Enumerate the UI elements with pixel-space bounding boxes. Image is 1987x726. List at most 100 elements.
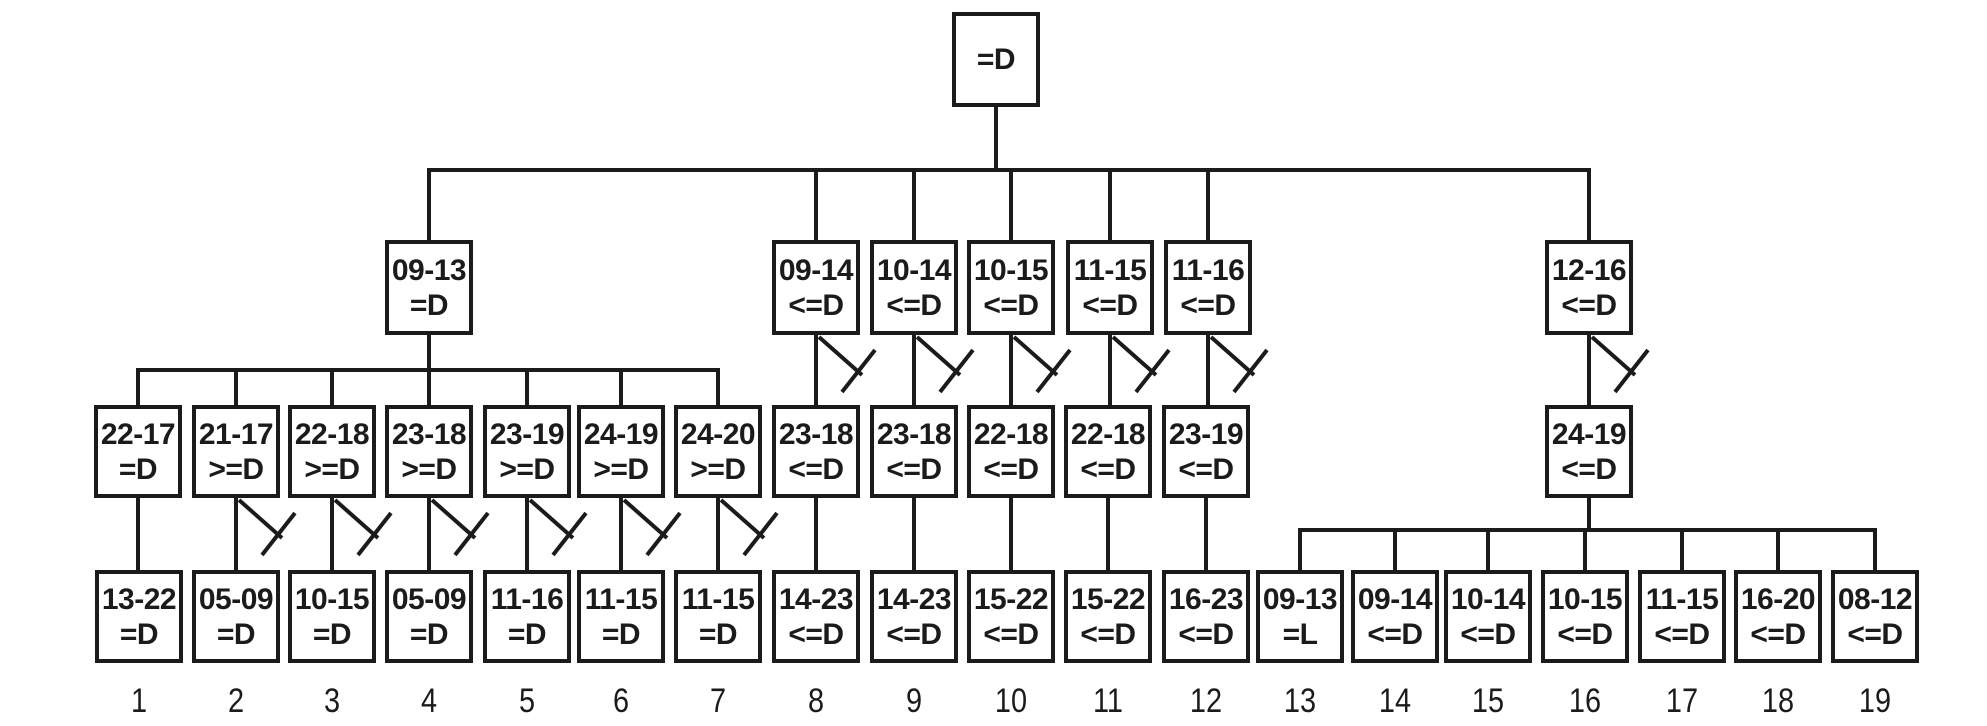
tree-node-l4-7: 11-15=D bbox=[674, 570, 762, 663]
leaf-number-6: 6 bbox=[612, 682, 630, 720]
node-range: 22-17 bbox=[100, 417, 176, 451]
node-relation: >=D bbox=[690, 452, 746, 486]
tree-node-l3-11: 22-18<=D bbox=[1064, 405, 1152, 498]
leaf-number-16: 16 bbox=[1568, 682, 1602, 720]
node-range: 10-15 bbox=[1547, 582, 1623, 616]
node-range: 23-19 bbox=[489, 417, 565, 451]
tree-node-l4-4: 05-09=D bbox=[385, 570, 473, 663]
node-range: 11-16 bbox=[490, 582, 564, 616]
node-relation: <=D bbox=[983, 452, 1039, 486]
tree-node-l3-7: 24-20>=D bbox=[674, 405, 762, 498]
tree-node-l4-10: 15-22<=D bbox=[967, 570, 1055, 663]
node-relation: <=D bbox=[1654, 617, 1710, 651]
leaf-number-18: 18 bbox=[1761, 682, 1795, 720]
tree-node-l4-5: 11-16=D bbox=[483, 570, 571, 663]
node-relation: =L bbox=[1282, 617, 1318, 651]
leaf-number-4: 4 bbox=[420, 682, 438, 720]
tree-node-l4-17: 11-15<=D bbox=[1638, 570, 1726, 663]
tree-node-l2-3: 10-14<=D bbox=[870, 240, 958, 335]
tree-node-l3-1: 22-17=D bbox=[94, 405, 182, 498]
leaf-number-15: 15 bbox=[1471, 682, 1505, 720]
leaf-number-11: 11 bbox=[1092, 682, 1123, 720]
tree-node-l4-9: 14-23<=D bbox=[870, 570, 958, 663]
node-relation: >=D bbox=[401, 452, 457, 486]
tree-node-l2-2: 09-14<=D bbox=[772, 240, 860, 335]
tree-node-l4-2: 05-09=D bbox=[192, 570, 280, 663]
tree-node-l4-14: 09-14<=D bbox=[1351, 570, 1439, 663]
node-range: 24-19 bbox=[1551, 417, 1627, 451]
node-relation: <=D bbox=[983, 617, 1039, 651]
node-range: 23-18 bbox=[876, 417, 952, 451]
root-node: =D bbox=[952, 12, 1040, 107]
node-relation: <=D bbox=[788, 452, 844, 486]
tree-node-l4-3: 10-15=D bbox=[288, 570, 376, 663]
node-range: 11-15 bbox=[1645, 582, 1719, 616]
leaf-number-2: 2 bbox=[227, 682, 245, 720]
node-relation: <=D bbox=[1178, 452, 1234, 486]
node-relation: <=D bbox=[983, 288, 1039, 322]
node-relation: <=D bbox=[1082, 288, 1138, 322]
node-range: 09-13 bbox=[391, 253, 467, 287]
node-relation: <=D bbox=[788, 617, 844, 651]
node-relation: <=D bbox=[886, 288, 942, 322]
node-relation: =D bbox=[601, 617, 641, 651]
tree-node-l4-1: 13-22=D bbox=[95, 570, 183, 663]
branch-connector-lines bbox=[136, 105, 1877, 572]
node-range: 15-22 bbox=[1070, 582, 1146, 616]
leaf-number-13: 13 bbox=[1283, 682, 1317, 720]
node-relation: <=D bbox=[1178, 617, 1234, 651]
leaf-number-17: 17 bbox=[1665, 682, 1699, 720]
node-relation: <=D bbox=[1367, 617, 1423, 651]
node-range: 13-22 bbox=[101, 582, 177, 616]
node-range: 11-15 bbox=[1073, 253, 1147, 287]
tree-node-l2-7: 12-16<=D bbox=[1545, 240, 1633, 335]
node-relation: =D bbox=[119, 617, 159, 651]
node-range: 23-18 bbox=[778, 417, 854, 451]
node-relation: =D bbox=[118, 452, 158, 486]
node-relation: =D bbox=[216, 617, 256, 651]
node-range: 09-14 bbox=[1357, 582, 1433, 616]
node-relation: >=D bbox=[208, 452, 264, 486]
node-range: 16-23 bbox=[1168, 582, 1244, 616]
node-range: 21-17 bbox=[198, 417, 274, 451]
node-range: 16-20 bbox=[1740, 582, 1816, 616]
node-range: 05-09 bbox=[391, 582, 467, 616]
pruned-branch-icon bbox=[237, 335, 1650, 557]
tree-node-l2-6: 11-16<=D bbox=[1164, 240, 1252, 335]
tree-node-l4-11: 15-22<=D bbox=[1064, 570, 1152, 663]
node-range: 10-14 bbox=[876, 253, 952, 287]
leaf-number-9: 9 bbox=[905, 682, 923, 720]
node-relation: =D bbox=[976, 43, 1016, 76]
node-relation: >=D bbox=[593, 452, 649, 486]
tree-node-l4-6: 11-15=D bbox=[577, 570, 665, 663]
vertical-connector-lines bbox=[136, 333, 1591, 572]
node-relation: =D bbox=[312, 617, 352, 651]
node-relation: <=D bbox=[886, 617, 942, 651]
node-range: 11-16 bbox=[1171, 253, 1245, 287]
tree-node-l3-6: 24-19>=D bbox=[577, 405, 665, 498]
tree-node-l2-4: 10-15<=D bbox=[967, 240, 1055, 335]
tree-node-l4-15: 10-14<=D bbox=[1444, 570, 1532, 663]
leaf-number-7: 7 bbox=[709, 682, 727, 720]
node-range: 14-23 bbox=[778, 582, 854, 616]
node-range: 15-22 bbox=[973, 582, 1049, 616]
tree-node-l3-2: 21-17>=D bbox=[192, 405, 280, 498]
node-relation: <=D bbox=[886, 452, 942, 486]
leaf-number-8: 8 bbox=[807, 682, 825, 720]
node-range: 10-15 bbox=[294, 582, 370, 616]
node-range: 12-16 bbox=[1551, 253, 1627, 287]
leaf-number-14: 14 bbox=[1378, 682, 1412, 720]
node-relation: >=D bbox=[304, 452, 360, 486]
node-range: 10-15 bbox=[973, 253, 1049, 287]
node-range: 22-18 bbox=[973, 417, 1049, 451]
tree-node-l3-5: 23-19>=D bbox=[483, 405, 571, 498]
node-relation: >=D bbox=[499, 452, 555, 486]
node-relation: <=D bbox=[1750, 617, 1806, 651]
node-range: 22-18 bbox=[294, 417, 370, 451]
node-range: 09-14 bbox=[778, 253, 854, 287]
node-relation: =D bbox=[409, 617, 449, 651]
node-range: 14-23 bbox=[876, 582, 952, 616]
tree-node-l3-8: 23-18<=D bbox=[772, 405, 860, 498]
